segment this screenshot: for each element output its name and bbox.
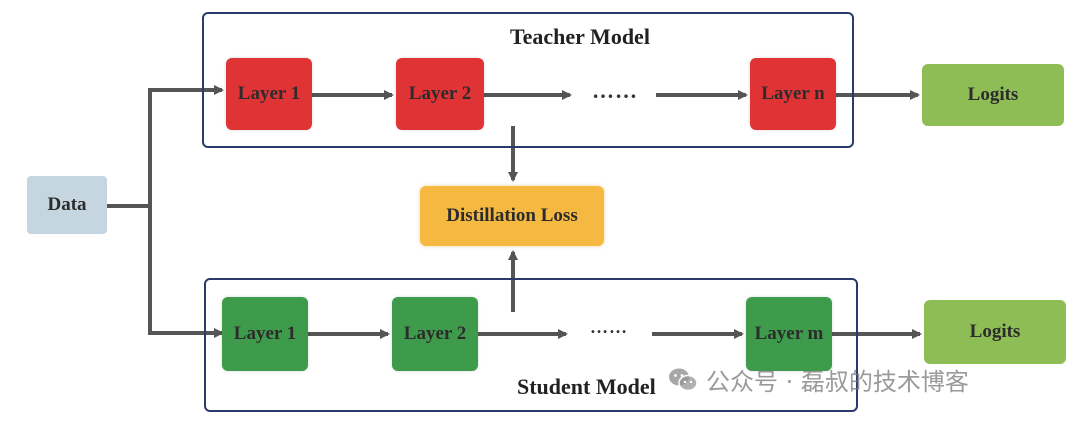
watermark-text: 公众号 · 磊叔的技术博客	[706, 368, 969, 396]
teacher-logits: Logits	[922, 64, 1064, 126]
data-to-student-line	[148, 206, 224, 338]
data-branch-line	[107, 85, 224, 208]
teacher-layer-2: Layer 2	[396, 58, 484, 130]
student-layer-2: Layer 2	[392, 297, 478, 371]
wechat-icon	[669, 368, 698, 391]
teacher-layer-n: Layer n	[750, 58, 836, 130]
teacher-layer-1: Layer 1	[226, 58, 312, 130]
watermark: 公众号 · 磊叔的技术博客	[668, 362, 969, 397]
teacher-model-frame	[202, 12, 854, 148]
teacher-ellipsis: ……	[592, 78, 638, 103]
student-ellipsis: ……	[590, 317, 628, 337]
student-model-title: Student Model	[517, 374, 656, 399]
student-layer-1: Layer 1	[222, 297, 308, 371]
student-model-frame	[204, 278, 858, 412]
distillation-loss-node: Distillation Loss	[420, 186, 604, 246]
student-layer-m: Layer m	[746, 297, 832, 371]
data-node: Data	[27, 176, 107, 234]
student-logits: Logits	[924, 300, 1066, 364]
teacher-model-title: Teacher Model	[510, 24, 650, 49]
